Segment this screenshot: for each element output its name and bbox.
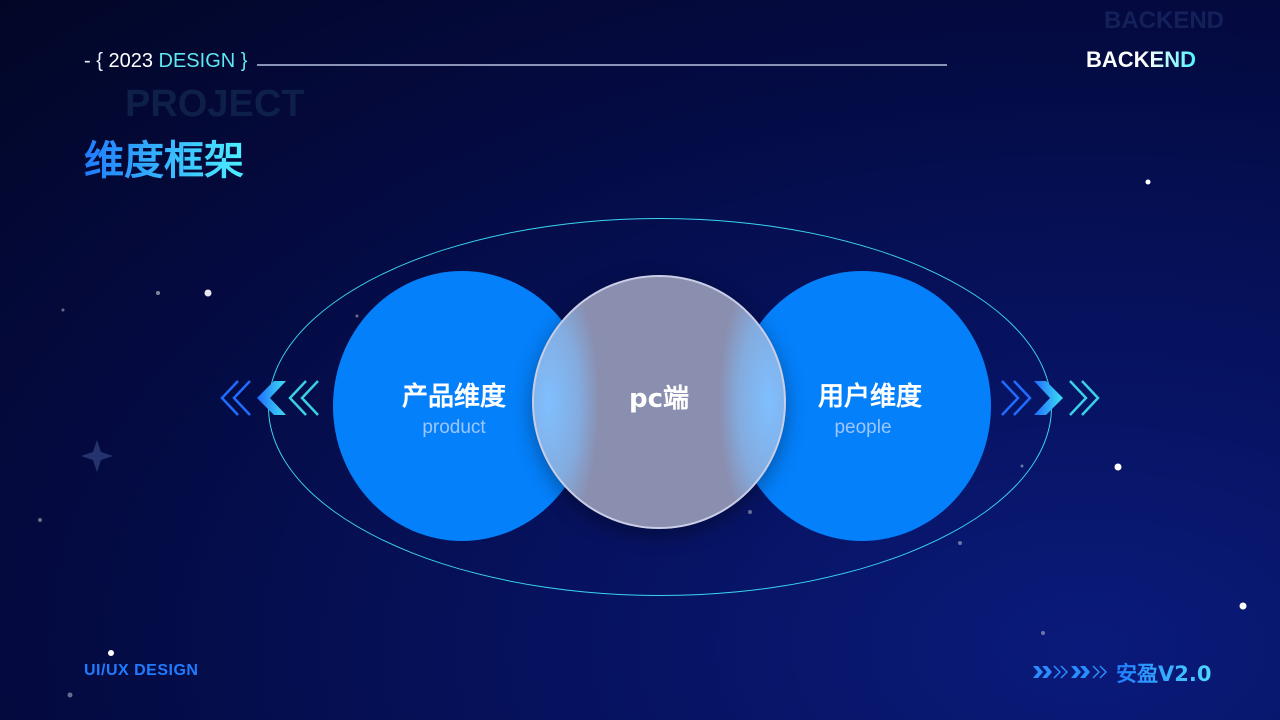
- page-title: 维度框架: [84, 138, 244, 184]
- product-subtitle: product: [422, 417, 486, 438]
- header-prefix: - {: [84, 50, 109, 72]
- chevrons-right-icon: [1001, 380, 1100, 416]
- ghost-backend-text: BACKEND: [1104, 7, 1224, 34]
- footer-brand: 安盈V2.0: [1116, 658, 1211, 688]
- chevrons-left-icon: [220, 380, 319, 416]
- user-title: 用户维度: [817, 382, 922, 412]
- header-year: 2023: [108, 50, 153, 72]
- header-suffix: }: [235, 50, 248, 72]
- pc-circle: pc端: [532, 275, 786, 529]
- ghost-project-text: PROJECT: [125, 83, 305, 125]
- product-title: 产品维度: [401, 382, 506, 412]
- pc-title: pc端: [628, 384, 690, 414]
- footer-left-label: UI/UX DESIGN: [84, 662, 199, 679]
- header-design: DESIGN: [152, 50, 236, 72]
- user-subtitle: people: [834, 417, 892, 438]
- sparkle-icon: [81, 440, 113, 472]
- footer-chevrons-icon: [1033, 665, 1108, 679]
- header-divider: [257, 64, 947, 66]
- section-header: - { 2023 DESIGN }: [84, 50, 247, 73]
- backend-label: BACKEND: [1086, 47, 1196, 72]
